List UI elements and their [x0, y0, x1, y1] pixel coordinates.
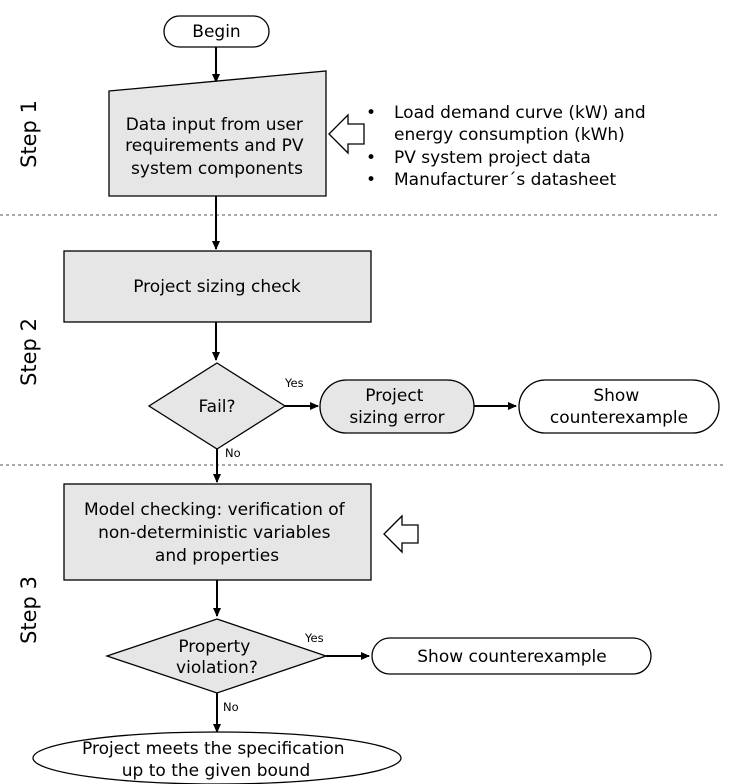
- sizing-error-line-1: Project: [365, 386, 423, 406]
- data-input-line-3: system components: [131, 159, 303, 179]
- step-1-label: Step 1: [17, 100, 41, 168]
- show-counterexample-label-1: Show counterexample: [550, 386, 688, 428]
- fail-yes-label: Yes: [284, 376, 304, 390]
- input-item-1: Load demand curve (kW) and energy consum…: [394, 103, 651, 145]
- input-item-2: PV system project data: [394, 148, 591, 168]
- sizing-error-line-2: sizing error: [349, 408, 444, 428]
- input-bullet-1: •: [366, 103, 376, 123]
- begin-label: Begin: [192, 22, 240, 42]
- show-counterexample-node-2: [371, 637, 652, 675]
- data-input-line-1: Data input from user: [126, 115, 303, 135]
- data-input-node: [108, 70, 327, 197]
- show-counterexample-1-line-2: counterexample: [550, 408, 688, 428]
- sizing-check-label: Project sizing check: [133, 277, 301, 297]
- violation-yes-label: Yes: [304, 631, 324, 645]
- model-checking-node: [63, 483, 372, 581]
- step-2-label: Step 2: [17, 318, 41, 386]
- fail-no-label: No: [225, 446, 241, 460]
- input-item-1-line-1: Load demand curve (kW) and: [394, 103, 646, 123]
- input-bullet-2: •: [366, 148, 376, 168]
- data-input-line-2: requirements and PV: [125, 136, 304, 156]
- meets-spec-line-2: up to the given bound: [122, 761, 311, 781]
- model-checking-line-1: Model checking: verification of: [84, 500, 346, 520]
- show-counterexample-1-line-1: Show: [593, 386, 639, 406]
- show-counterexample-label-2: Show counterexample: [417, 647, 606, 667]
- meets-spec-label: Project meets the specification up to th…: [82, 739, 350, 781]
- input-item-3: Manufacturer´s datasheet: [394, 170, 616, 190]
- input-item-1-line-2: energy consumption (kWh): [394, 125, 625, 145]
- step-3-label: Step 3: [17, 576, 41, 644]
- sizing-check-node: [63, 250, 372, 323]
- model-checking-label: Model checking: verification of non-dete…: [84, 500, 350, 566]
- model-checking-line-2: non-deterministic variables: [98, 523, 331, 543]
- meets-spec-terminal: [32, 731, 402, 784]
- fail-label: Fail?: [198, 397, 235, 417]
- model-checking-line-3: and properties: [155, 546, 279, 566]
- data-input-label: Data input from user requirements and PV…: [125, 115, 309, 179]
- violation-no-label: No: [223, 700, 239, 714]
- input-list: • Load demand curve (kW) and energy cons…: [366, 103, 651, 190]
- violation-label: Property violation?: [176, 637, 258, 678]
- show-counterexample-node-1: [518, 379, 720, 434]
- violation-line-2: violation?: [176, 658, 258, 678]
- input-bullet-3: •: [366, 170, 376, 190]
- input-arrow-icon: [328, 113, 365, 155]
- violation-line-1: Property: [178, 637, 250, 657]
- meets-spec-line-1: Project meets the specification: [82, 739, 345, 759]
- sizing-error-label: Project sizing error: [349, 386, 444, 428]
- model-input-arrow-icon: [383, 514, 419, 554]
